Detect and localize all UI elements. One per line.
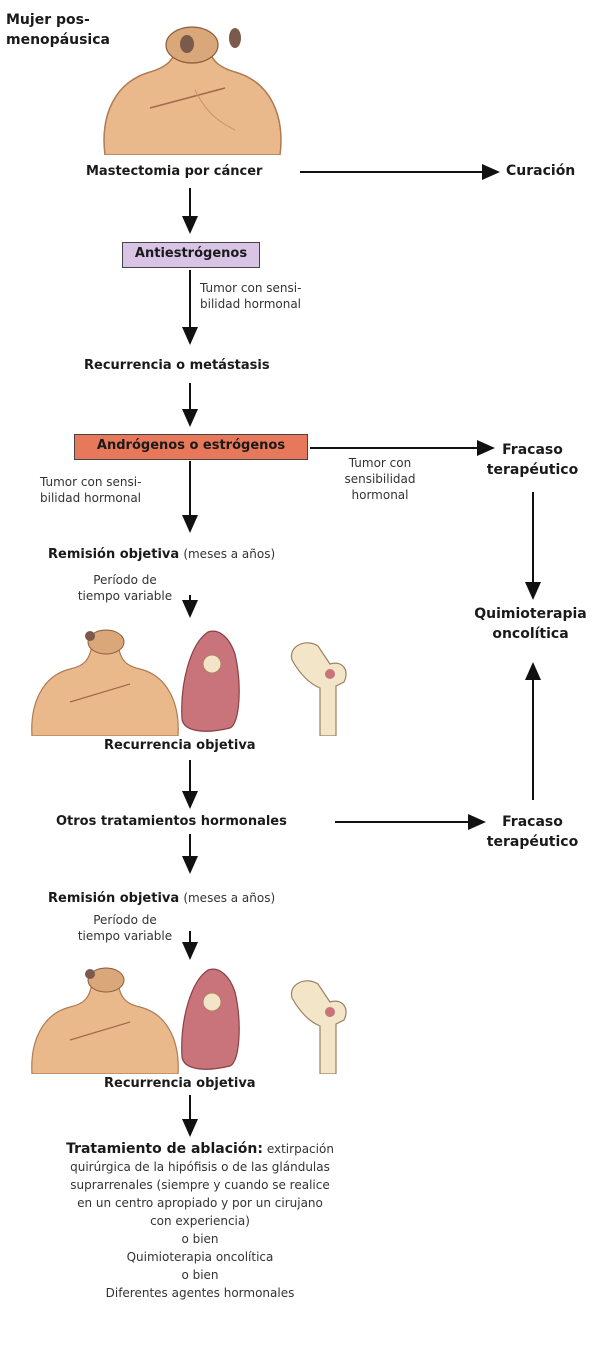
- timevar2-line1: Período de: [70, 912, 180, 928]
- hormone-sensitive-note-3: Tumor con sensibilidad hormonal: [330, 455, 430, 503]
- femur-1: [291, 643, 346, 736]
- lung-1: [182, 631, 239, 731]
- start-label-line1: Mujer pos-: [6, 10, 110, 30]
- failure1-line2: terapéutico: [470, 460, 595, 480]
- torso-small-1: [32, 630, 178, 736]
- timevar1-line2: tiempo variable: [70, 588, 180, 604]
- timevar1-line1: Período de: [70, 572, 180, 588]
- lung-2: [182, 969, 239, 1069]
- note2-line1: Tumor con sensi-: [40, 474, 141, 490]
- ablation-l7: Quimioterapia oncolítica: [0, 1248, 400, 1266]
- ablation-line-1: Tratamiento de ablación: extirpación: [0, 1140, 400, 1158]
- note3-line2: sensibilidad: [330, 471, 430, 487]
- ablation-l2: quirúrgica de la hipófisis o de las glán…: [0, 1158, 400, 1176]
- torso-illustration: [95, 20, 290, 155]
- note2-line2: bilidad hormonal: [40, 490, 141, 506]
- mastectomy-label: Mastectomia por cáncer: [86, 164, 262, 180]
- recurrence-objective-label-1: Recurrencia objetiva: [104, 738, 256, 754]
- cure-label: Curación: [506, 163, 575, 179]
- chemo-line1: Quimioterapia: [462, 604, 599, 624]
- time-variable-note-1: Período de tiempo variable: [70, 572, 180, 604]
- failure2-line1: Fracaso: [470, 812, 595, 832]
- antiestrogens-box: Antiestrógenos: [122, 242, 260, 268]
- ablation-l4: en un centro apropiado y por un cirujano: [0, 1194, 400, 1212]
- recurrence-illustrations-2: [30, 962, 360, 1074]
- remission1-rest: (meses a años): [183, 547, 275, 561]
- note1-line2: bilidad hormonal: [200, 296, 301, 312]
- ablation-l9: Diferentes agentes hormonales: [0, 1284, 400, 1302]
- other-hormonal-label: Otros tratamientos hormonales: [56, 814, 287, 830]
- failure1-line1: Fracaso: [470, 440, 595, 460]
- remission-label-2: Remisión objetiva (meses a años): [48, 890, 275, 907]
- ablation-l8: o bien: [0, 1266, 400, 1284]
- ablation-treatment-block: Tratamiento de ablación: extirpación qui…: [0, 1140, 400, 1302]
- timevar2-line2: tiempo variable: [70, 928, 180, 944]
- hormone-sensitive-note-1: Tumor con sensi- bilidad hormonal: [200, 280, 301, 312]
- remission1-bold: Remisión objetiva: [48, 547, 179, 562]
- ablation-title: Tratamiento de ablación:: [66, 1141, 263, 1157]
- time-variable-note-2: Período de tiempo variable: [70, 912, 180, 944]
- note3-line3: hormonal: [330, 487, 430, 503]
- chemo-line2: oncolítica: [462, 624, 599, 644]
- ablation-l3: suprarrenales (siempre y cuando se reali…: [0, 1176, 400, 1194]
- failure-label-2: Fracaso terapéutico: [470, 812, 595, 852]
- recurrence-metastasis-label: Recurrencia o metástasis: [84, 358, 270, 374]
- note3-line1: Tumor con: [330, 455, 430, 471]
- recurrence-objective-label-2: Recurrencia objetiva: [104, 1076, 256, 1092]
- femur-2: [291, 981, 346, 1074]
- androgens-box: Andrógenos o estrógenos: [74, 434, 308, 460]
- start-patient-label: Mujer pos- menopáusica: [6, 10, 110, 50]
- recurrence-illustrations-1: [30, 624, 360, 736]
- remission-label-1: Remisión objetiva (meses a años): [48, 546, 275, 563]
- ablation-l1: extirpación: [267, 1142, 334, 1156]
- remission2-rest: (meses a años): [183, 891, 275, 905]
- note1-line1: Tumor con sensi-: [200, 280, 301, 296]
- hormone-sensitive-note-2: Tumor con sensi- bilidad hormonal: [40, 474, 141, 506]
- ablation-l6: o bien: [0, 1230, 400, 1248]
- failure-label-1: Fracaso terapéutico: [470, 440, 595, 480]
- ablation-l5: con experiencia): [0, 1212, 400, 1230]
- remission2-bold: Remisión objetiva: [48, 891, 179, 906]
- chemo-label: Quimioterapia oncolítica: [462, 604, 599, 644]
- failure2-line2: terapéutico: [470, 832, 595, 852]
- torso-small-2: [32, 968, 178, 1074]
- start-label-line2: menopáusica: [6, 30, 110, 50]
